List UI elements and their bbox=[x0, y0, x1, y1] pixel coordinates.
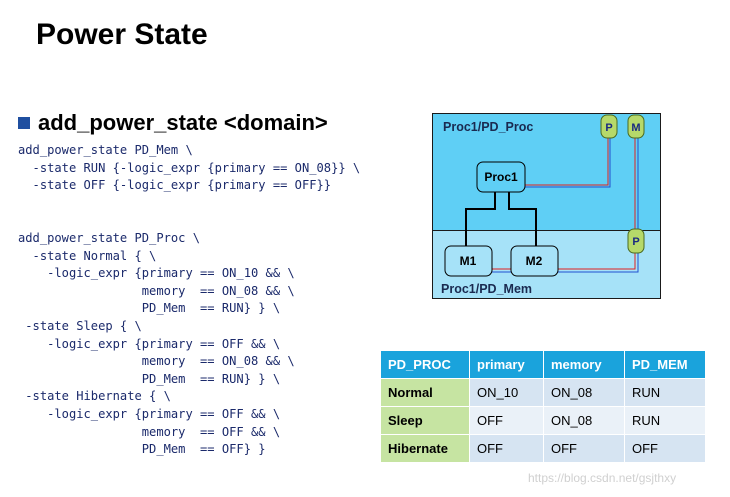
table-cell: OFF bbox=[469, 406, 544, 435]
table-header-row: PD_PROC primary memory PD_MEM bbox=[380, 350, 706, 379]
code-line: -state Hibernate { \ bbox=[18, 389, 171, 404]
code-line: -logic_expr {primary == OFF && \ bbox=[18, 406, 281, 421]
table-row: Hibernate OFF OFF OFF bbox=[380, 434, 706, 463]
code-block: add_power_state PD_Mem \ -state RUN {-lo… bbox=[18, 142, 360, 459]
wire-primary-blue bbox=[523, 138, 611, 188]
bullet-text: add_power_state <domain> bbox=[38, 110, 328, 135]
mem-primary-pin bbox=[627, 228, 645, 254]
m2-block bbox=[510, 245, 559, 277]
table-cell: RUN bbox=[624, 406, 706, 435]
primary-pin bbox=[600, 114, 618, 139]
column-header: primary bbox=[469, 350, 544, 379]
row-header: Hibernate bbox=[380, 434, 470, 463]
mem-domain-label: Proc1/PD_Mem bbox=[441, 282, 532, 296]
code-line: -state RUN {-logic_expr {primary == ON_0… bbox=[18, 160, 361, 175]
proc-domain-box bbox=[432, 113, 661, 231]
hierarchy-lines bbox=[465, 192, 537, 247]
table-row: Normal ON_10 ON_08 RUN bbox=[380, 378, 706, 407]
code-line: -state Normal { \ bbox=[18, 248, 157, 263]
code-line: -state Sleep { \ bbox=[18, 318, 142, 333]
m2-label: M2 bbox=[526, 254, 543, 268]
code-line: memory == OFF && \ bbox=[18, 424, 281, 439]
table-cell: OFF bbox=[543, 434, 625, 463]
table-cell: ON_10 bbox=[469, 378, 544, 407]
tree-right-line bbox=[508, 192, 537, 247]
code-line: PD_Mem == RUN} } \ bbox=[18, 301, 281, 316]
proc1-label: Proc1 bbox=[484, 170, 518, 184]
code-line: memory == ON_08 && \ bbox=[18, 283, 295, 298]
column-header: PD_MEM bbox=[624, 350, 706, 379]
watermark: https://blog.csdn.net/gsjthxy bbox=[528, 471, 677, 485]
code-line: -state OFF {-logic_expr {primary == OFF}… bbox=[18, 178, 332, 193]
memory-pin bbox=[627, 114, 645, 139]
power-state-table: PD_PROC primary memory PD_MEM Normal ON_… bbox=[380, 350, 706, 463]
tree-left-line bbox=[465, 192, 496, 247]
code-line: -logic_expr {primary == OFF && \ bbox=[18, 336, 281, 351]
row-header: Normal bbox=[380, 378, 470, 407]
column-header: PD_PROC bbox=[380, 350, 470, 379]
memory-pin-label: M bbox=[631, 122, 640, 134]
code-line: memory == ON_08 && \ bbox=[18, 354, 295, 369]
column-header: memory bbox=[543, 350, 625, 379]
code-line: add_power_state PD_Proc \ bbox=[18, 230, 201, 245]
table-cell: OFF bbox=[469, 434, 544, 463]
m1-block bbox=[444, 245, 493, 277]
table-cell: ON_08 bbox=[543, 406, 625, 435]
table-cell: ON_08 bbox=[543, 378, 625, 407]
code-line: PD_Mem == RUN} } \ bbox=[18, 371, 281, 386]
bullet-square-icon bbox=[18, 117, 30, 129]
table-cell: OFF bbox=[624, 434, 706, 463]
mem-primary-pin-label: P bbox=[632, 236, 639, 248]
bullet-heading: add_power_state <domain> bbox=[18, 110, 328, 136]
proc-domain-label: Proc1/PD_Proc bbox=[443, 120, 533, 134]
wire-primary-red bbox=[523, 138, 609, 186]
code-line: PD_Mem == OFF} } bbox=[18, 442, 266, 457]
proc1-block bbox=[476, 161, 526, 193]
table-row: Sleep OFF ON_08 RUN bbox=[380, 406, 706, 435]
row-header: Sleep bbox=[380, 406, 470, 435]
power-domain-diagram: Proc1/PD_Proc Proc1/PD_Mem Proc1 M1 M2 P… bbox=[432, 113, 661, 299]
primary-pin-label: P bbox=[605, 122, 612, 134]
m1-label: M1 bbox=[460, 254, 477, 268]
code-line: add_power_state PD_Mem \ bbox=[18, 143, 193, 157]
table-cell: RUN bbox=[624, 378, 706, 407]
page-title: Power State bbox=[36, 18, 208, 51]
code-line: -logic_expr {primary == ON_10 && \ bbox=[18, 266, 295, 281]
